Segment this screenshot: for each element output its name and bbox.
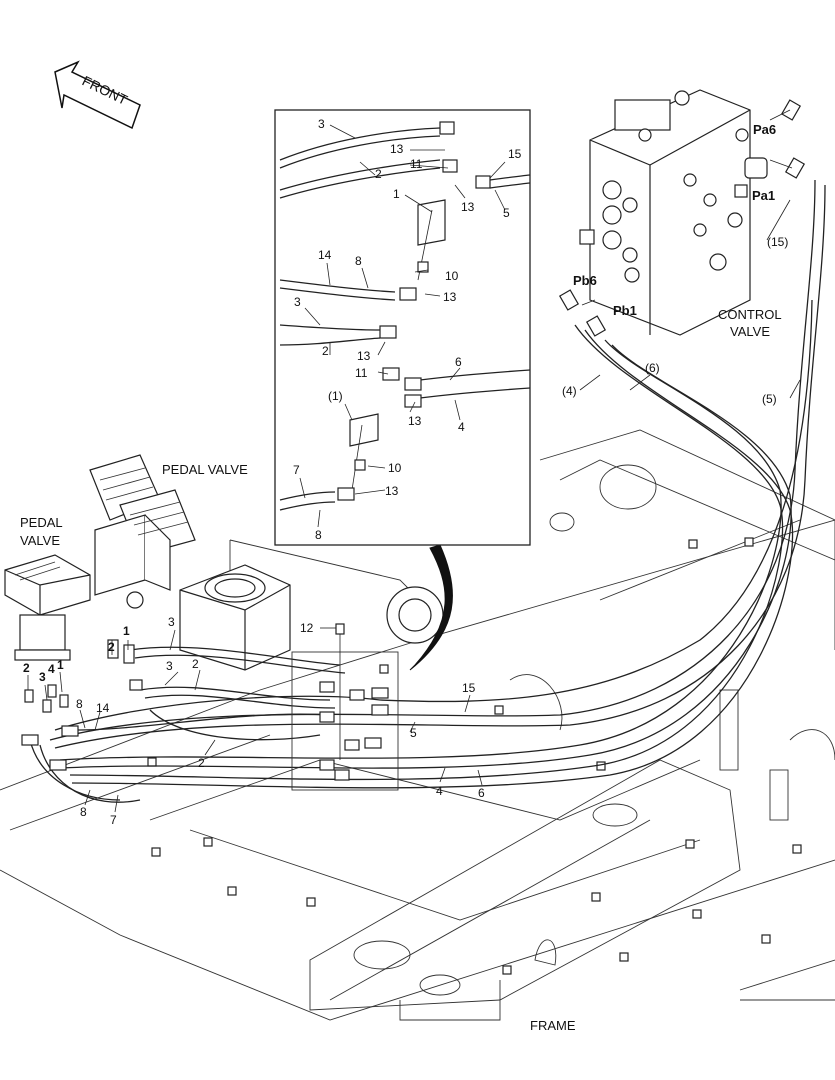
callout-8-a: 8 [76, 697, 83, 711]
control-valve-label-1: CONTROL [718, 307, 782, 322]
callout-2-mid: 2 [322, 344, 329, 358]
port-callout-1: 1 [123, 624, 130, 638]
callout-14-main: 14 [96, 701, 110, 715]
pedal-valve-right [89, 454, 196, 609]
callout-13-b: 13 [461, 200, 475, 214]
detail-callouts: 3 2 13 11 15 1 13 5 14 8 10 13 3 2 13 11… [293, 117, 522, 542]
pedal-valve-left-label-1: PEDAL [20, 515, 63, 530]
port-label-pa6: Pa6 [753, 122, 776, 137]
callout-4: 4 [458, 420, 465, 434]
callout-5-main: 5 [410, 726, 417, 740]
callout-13-c: 13 [443, 290, 457, 304]
callout-13-f: 13 [385, 484, 399, 498]
callout-2-a: 2 [192, 657, 199, 671]
front-direction-arrow: FRONT [54, 60, 141, 130]
callout-7: 7 [293, 463, 300, 477]
callout-5: 5 [503, 206, 510, 220]
control-valve [579, 89, 768, 336]
callout-13-e: 13 [408, 414, 422, 428]
port-callout-3: 3 [39, 670, 46, 684]
control-valve-fittings [558, 99, 806, 337]
pedal-valve-left-label-2: VALVE [20, 533, 60, 548]
callout-10-a: 10 [445, 269, 459, 283]
port-label-pb6: Pb6 [573, 273, 597, 288]
callout-3-mid: 3 [294, 295, 301, 309]
callout-2-top: 2 [375, 167, 382, 181]
detail-pointer-arrow [409, 544, 453, 671]
port-callout-4: 4 [48, 662, 55, 676]
callout-8-top: 8 [355, 254, 362, 268]
frame-structure [0, 429, 835, 1021]
callout-13-d: 13 [357, 349, 371, 363]
callout-12: 12 [300, 621, 314, 635]
port-label-pb1: Pb1 [613, 303, 637, 318]
callout-6-main: 6 [478, 786, 485, 800]
callout-1-paren: (1) [328, 389, 343, 403]
left-port-fittings [21, 639, 143, 771]
hose-bundle [29, 179, 826, 803]
main-leaders [27, 199, 801, 813]
callout-3-a: 3 [168, 615, 175, 629]
callout-5-paren: (5) [762, 392, 777, 406]
pedal-valve-left [4, 554, 91, 661]
frame-label: FRAME [530, 1018, 576, 1033]
callout-15-main: 15 [462, 681, 476, 695]
callout-1: 1 [393, 187, 400, 201]
callout-11-a: 11 [410, 157, 423, 171]
port-labels: Pa6 Pa1 Pb6 Pb1 [573, 122, 776, 318]
main-callouts: (15) (6) (4) (5) 12 3 3 2 2 15 5 4 6 2 1… [23, 235, 788, 827]
callout-10-b: 10 [388, 461, 402, 475]
callout-6-paren: (6) [645, 361, 660, 375]
callout-11-b: 11 [355, 366, 368, 380]
control-valve-label-2: VALVE [730, 324, 770, 339]
callout-3-top: 3 [318, 117, 325, 131]
detail-inset [274, 109, 531, 546]
callout-2-b: 2 [198, 756, 205, 770]
component-labels: PEDAL VALVE PEDAL VALVE CONTROL VALVE FR… [20, 307, 782, 1033]
callout-4-paren: (4) [562, 384, 577, 398]
fitting-cluster [291, 623, 399, 791]
callout-4-main: 4 [436, 784, 443, 798]
callout-15: 15 [508, 147, 522, 161]
port-callout-2-left: 2 [23, 661, 30, 675]
port-callout-2: 2 [108, 640, 115, 654]
callout-13-a: 13 [390, 142, 404, 156]
callout-15-paren: (15) [767, 235, 788, 249]
callout-3-b: 3 [166, 659, 173, 673]
swing-motor-housing [179, 564, 444, 671]
port-label-pa1: Pa1 [752, 188, 775, 203]
callout-6: 6 [455, 355, 462, 369]
callout-14: 14 [318, 248, 332, 262]
port-callout-1-left: 1 [57, 658, 64, 672]
pedal-valve-label: PEDAL VALVE [162, 462, 248, 477]
callout-8-bot: 8 [315, 528, 322, 542]
callout-7-main: 7 [110, 813, 117, 827]
callout-8-b: 8 [80, 805, 87, 819]
